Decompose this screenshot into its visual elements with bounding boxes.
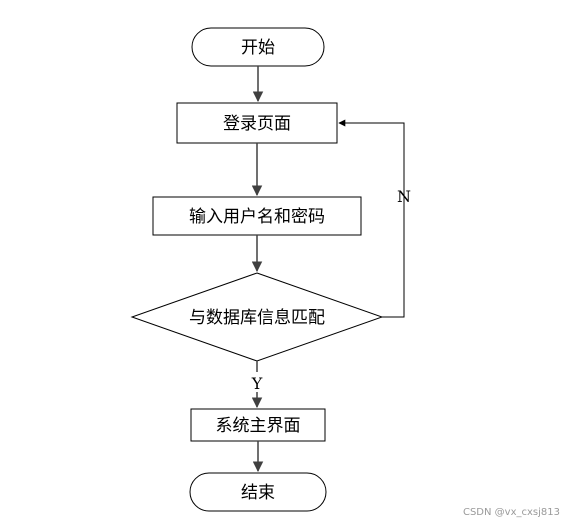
start-label: 开始: [241, 38, 275, 58]
match-label: 与数据库信息匹配: [189, 308, 325, 328]
main-node: 系统主界面: [190, 408, 326, 442]
login-node: 登录页面: [176, 102, 338, 144]
yes-branch-label: Y: [251, 374, 263, 393]
end-node: 结束: [189, 472, 327, 512]
input-label: 输入用户名和密码: [189, 207, 325, 227]
login-shape: [176, 102, 338, 144]
watermark: CSDN @vx_cxsj813: [462, 507, 560, 518]
no-branch-label: N: [397, 187, 411, 206]
start-node: 开始: [191, 27, 325, 67]
end-label: 结束: [241, 483, 275, 503]
edge-match-no-to-login: [338, 119, 405, 318]
main-label: 系统主界面: [216, 416, 301, 436]
end-shape: [189, 472, 327, 512]
input-node: 输入用户名和密码: [152, 196, 362, 236]
yes-label-bg: [249, 372, 265, 392]
main-shape: [190, 408, 326, 442]
match-node: 与数据库信息匹配: [130, 272, 384, 362]
login-label: 登录页面: [223, 114, 291, 134]
